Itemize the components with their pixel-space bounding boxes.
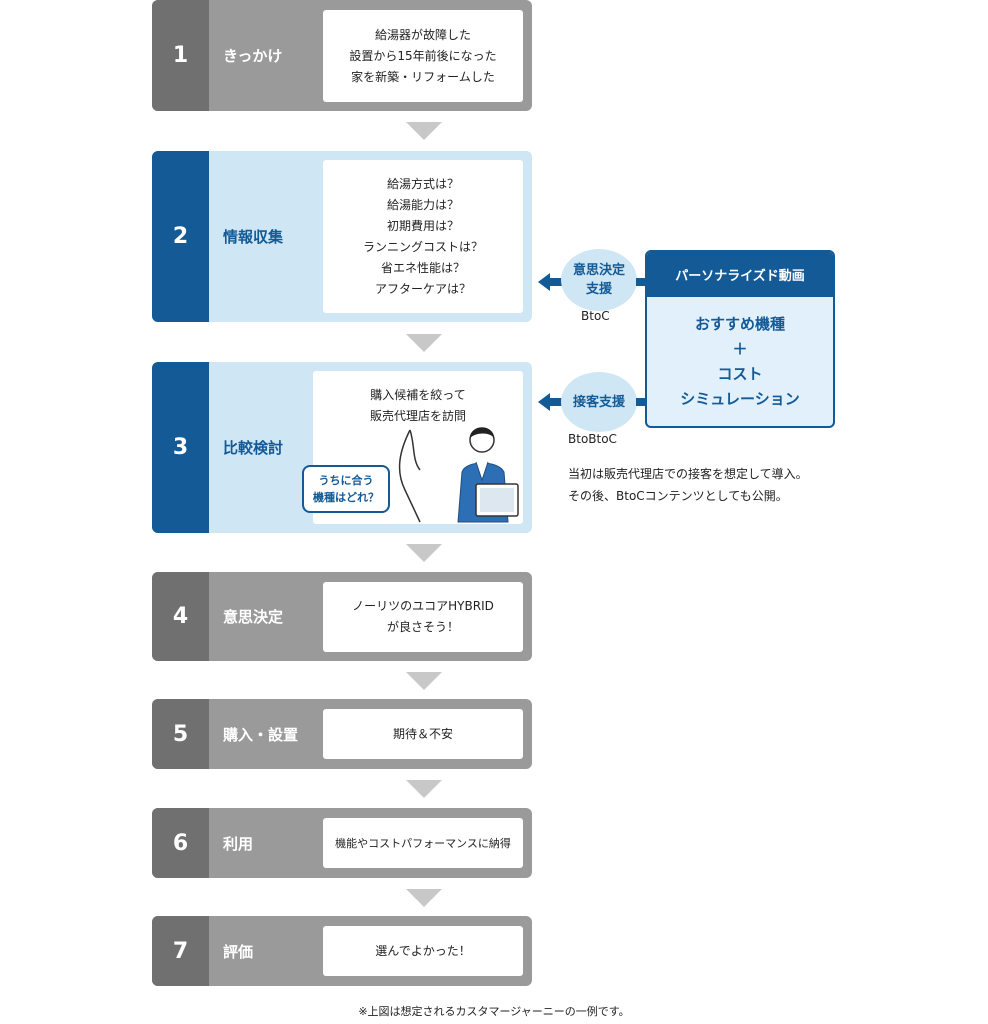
circle-line: 意思決定 (572, 263, 625, 278)
step-4: 4 意思決定 ノーリツのユコアHYBRID が良さそう！ (152, 572, 532, 661)
content-line: 販売代理店を訪問 (369, 409, 466, 423)
note-text: 当初は販売代理店での接客を想定して導入。 その後、BtoCコンテンツとしても公開… (568, 463, 808, 507)
left-arrow-icon (538, 393, 550, 411)
content-line: 選んでよかった！ (375, 943, 471, 958)
support-tag-btobtoc: BtoBtoC (568, 432, 617, 446)
step-label: きっかけ (223, 47, 283, 65)
content-line: ランニングコストは？ (362, 239, 483, 254)
sales-consultation-illustration (398, 427, 519, 523)
body-line: コスト (717, 364, 763, 383)
down-arrow-icon (406, 672, 442, 690)
step-6: 6 利用 機能やコストパフォーマンスに納得 (152, 808, 532, 878)
content-line: 設置から15年前後になった (349, 48, 497, 63)
step-content: 機能やコストパフォーマンスに納得 (323, 818, 523, 868)
down-arrow-icon (406, 544, 442, 562)
note-line: 当初は販売代理店での接客を想定して導入。 (568, 467, 808, 481)
down-arrow-icon (406, 122, 442, 140)
step-2: 2 情報収集 給湯方式は？ 給湯能力は？ 初期費用は？ ランニングコストは？ 省… (152, 151, 532, 322)
circle-line: 接客支援 (572, 394, 625, 410)
step-content: 期待＆不安 (323, 709, 523, 759)
personalized-video-body: おすすめ機種 ＋ コスト シミュレーション (647, 297, 833, 426)
circle-line: 支援 (585, 282, 612, 297)
content-line: が良さそう！ (386, 620, 459, 634)
support-tag-btoc: BtoC (581, 309, 610, 323)
down-arrow-icon (406, 780, 442, 798)
content-line: 給湯器が故障した (374, 27, 471, 42)
step-label: 評価 (223, 942, 254, 961)
step-number: 7 (152, 916, 209, 986)
footnote: ※上図は想定されるカスタマージャーニーの一例です。 (358, 1005, 630, 1018)
step-content: 給湯方式は？ 給湯能力は？ 初期費用は？ ランニングコストは？ 省エネ性能は？ … (323, 160, 523, 313)
content-line: 給湯方式は？ (386, 176, 459, 191)
step-number: 2 (152, 151, 209, 322)
body-line: おすすめ機種 (694, 314, 785, 333)
step-label: 比較検討 (223, 439, 284, 457)
customer-support-circle: 接客支援 (561, 372, 637, 432)
body-line: シミュレーション (680, 389, 800, 408)
content-line: 機能やコストパフォーマンスに納得 (335, 836, 511, 850)
content-line: ノーリツのユコアHYBRID (352, 599, 494, 613)
body-line: ＋ (732, 339, 748, 358)
connector-line (636, 278, 646, 286)
step-7: 7 評価 選んでよかった！ (152, 916, 532, 986)
content-line: 給湯能力は？ (386, 197, 459, 212)
note-line: その後、BtoCコンテンツとしても公開。 (568, 489, 788, 503)
connector-line (548, 278, 562, 286)
content-line: 初期費用は？ (386, 218, 459, 233)
content-line: 家を新築・リフォームした (351, 69, 495, 84)
bubble-line: うちに合う (318, 474, 374, 487)
step-5: 5 購入・設置 期待＆不安 (152, 699, 532, 769)
connector-line (636, 398, 646, 406)
content-line: アフターケアは？ (374, 281, 471, 296)
step-label: 意思決定 (223, 608, 284, 626)
step-1: 1 きっかけ 給湯器が故障した 設置から15年前後になった 家を新築・リフォーム… (152, 0, 532, 111)
connector-line (548, 398, 562, 406)
step-number: 1 (152, 0, 209, 111)
down-arrow-icon (406, 889, 442, 907)
content-line: 省エネ性能は？ (380, 260, 465, 275)
step-number: 5 (152, 699, 209, 769)
step-content: 選んでよかった！ (323, 926, 523, 976)
personalized-video-header: パーソナライズド動画 (647, 252, 833, 297)
step-number: 6 (152, 808, 209, 878)
step-label: 利用 (223, 834, 254, 853)
step-label: 情報収集 (223, 228, 284, 246)
bubble-line: 機種はどれ？ (313, 491, 379, 504)
content-line: 期待＆不安 (392, 726, 453, 741)
personalized-video-box: パーソナライズド動画 おすすめ機種 ＋ コスト シミュレーション (645, 250, 835, 428)
step-content: ノーリツのユコアHYBRID が良さそう！ (323, 582, 523, 652)
content-line: 購入候補を絞って (370, 388, 466, 402)
left-arrow-icon (538, 273, 550, 291)
step-content: 給湯器が故障した 設置から15年前後になった 家を新築・リフォームした (323, 10, 523, 102)
step-number: 3 (152, 362, 209, 533)
step-label: 購入・設置 (223, 725, 299, 744)
speech-bubble: うちに合う 機種はどれ？ (302, 465, 390, 513)
step-number: 4 (152, 572, 209, 661)
decision-support-circle: 意思決定 支援 (561, 249, 637, 311)
down-arrow-icon (406, 334, 442, 352)
